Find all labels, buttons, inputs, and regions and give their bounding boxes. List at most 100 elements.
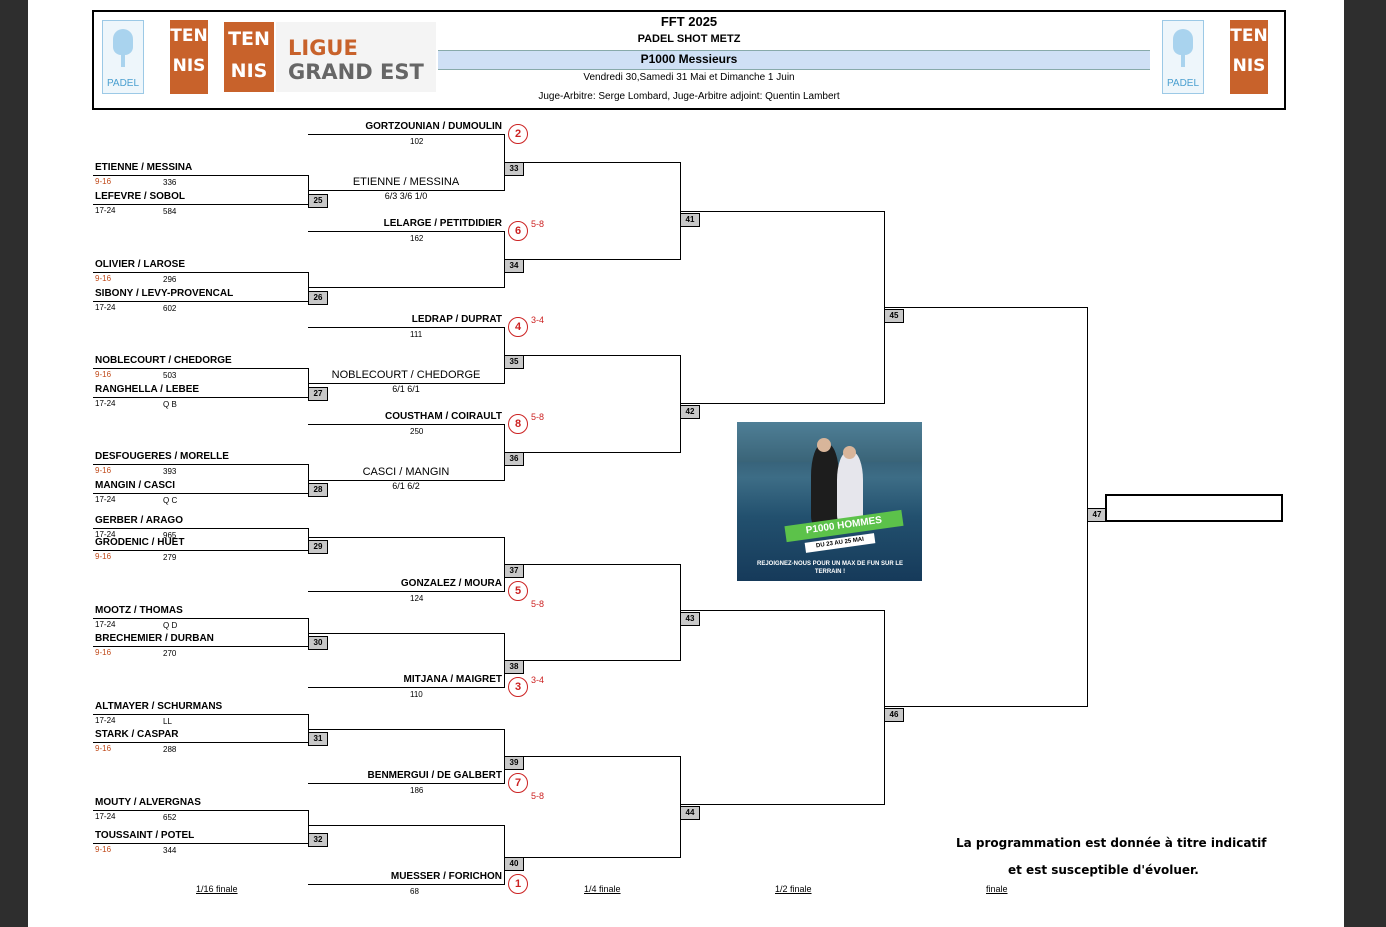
team-ranking: 393 (163, 467, 177, 476)
match-number: 41 (680, 213, 700, 227)
header-category: P1000 Messieurs (640, 52, 738, 66)
match-number: 45 (884, 309, 904, 323)
seed-team-name: MITJANA / MAIGRET (403, 674, 502, 685)
round-label: 1/2 finale (775, 884, 812, 894)
round-label: 1/4 finale (584, 884, 621, 894)
tennis-logo-top-right: TEN (1230, 26, 1268, 46)
match-number: 31 (308, 732, 328, 746)
promo-image: P1000 HOMMES DU 23 AU 25 MAI REJOIGNEZ-N… (737, 422, 922, 581)
match-number: 26 (308, 291, 328, 305)
draw-line (308, 464, 309, 494)
seed-ranking: 68 (410, 887, 419, 896)
round-label: 1/16 finale (196, 884, 238, 894)
match-number: 38 (504, 660, 524, 674)
match-number: 25 (308, 194, 328, 208)
seed-team-name: GORTZOUNIAN / DUMOULIN (365, 121, 502, 132)
draw-line (93, 843, 308, 844)
schedule-note-line2: et est susceptible d'évoluer. (1008, 863, 1199, 877)
team-name: GRODENIC / HUET (95, 537, 185, 548)
match-score: 6/1 6/2 (392, 481, 420, 491)
team-category: 17-24 (95, 812, 116, 821)
draw-line (680, 804, 884, 805)
seed-number: 7 (508, 773, 528, 793)
team-category: 17-24 (95, 399, 116, 408)
team-category: 17-24 (95, 495, 116, 504)
match-number: 43 (680, 612, 700, 626)
match-number: 42 (680, 405, 700, 419)
match-number: 40 (504, 857, 524, 871)
team-ranking: 270 (163, 649, 177, 658)
seed-number: 6 (508, 221, 528, 241)
draw-line (308, 327, 504, 328)
draw-line (308, 424, 504, 425)
draw-line (1087, 307, 1088, 707)
tennis-logo-top: TEN (170, 26, 208, 46)
team-ranking: Q D (163, 621, 178, 630)
team-ranking: 602 (163, 304, 177, 313)
draw-line (504, 259, 680, 260)
draw-line (308, 687, 504, 688)
team-ranking: Q B (163, 400, 177, 409)
team-category: 9-16 (95, 845, 112, 854)
seed-ranking: 162 (410, 234, 424, 243)
seed-team-name: LEDRAP / DUPRAT (411, 314, 502, 325)
seed-team-name: LELARGE / PETITDIDIER (383, 218, 502, 229)
team-name: MOOTZ / THOMAS (95, 605, 183, 616)
draw-line (308, 714, 309, 743)
team-name: BRECHEMIER / DURBAN (95, 633, 214, 644)
team-ranking: 344 (163, 846, 177, 855)
draw-line (884, 610, 885, 805)
header-event: PADEL SHOT METZ (637, 33, 741, 45)
tennis-logo-bottom-right: NIS (1232, 56, 1266, 76)
seed-range: 3-4 (531, 675, 545, 685)
team-ranking: 652 (163, 813, 177, 822)
ligue-logo-top: TEN (228, 28, 270, 50)
match-number: 32 (308, 833, 328, 847)
promo-person-2 (837, 452, 863, 522)
seed-range: 5-8 (531, 219, 545, 229)
team-category: 9-16 (95, 648, 112, 657)
seed-team-name: MUESSER / FORICHON (390, 871, 502, 882)
team-category: 9-16 (95, 177, 112, 186)
team-ranking: 584 (163, 207, 177, 216)
team-category: 9-16 (95, 552, 112, 561)
draw-line (504, 825, 505, 885)
seed-range: 5-8 (531, 791, 545, 801)
draw-line (93, 646, 308, 647)
draw-line (504, 660, 680, 661)
draw-line (93, 810, 308, 811)
draw-line (308, 537, 504, 538)
seed-range: 3-4 (531, 315, 545, 325)
seed-range: 5-8 (531, 412, 545, 422)
round-label: finale (986, 884, 1008, 894)
draw-line (308, 783, 504, 784)
seed-ranking: 124 (410, 594, 424, 603)
tennis-logo-bottom: NIS (172, 56, 206, 76)
seed-ranking: 250 (410, 427, 424, 436)
category-band (438, 50, 1150, 70)
draw-line (308, 231, 504, 232)
team-category: 17-24 (95, 530, 116, 539)
padel-logo-text: PADEL (106, 78, 140, 89)
seed-number: 2 (508, 124, 528, 144)
promo-head-2 (843, 446, 856, 459)
draw-line (93, 397, 308, 398)
team-category: 17-24 (95, 303, 116, 312)
seed-number: 4 (508, 317, 528, 337)
draw-line (504, 355, 680, 356)
match-number: 46 (884, 708, 904, 722)
draw-line (93, 493, 308, 494)
padel-logo-left: PADEL (102, 20, 144, 94)
team-category: 17-24 (95, 620, 116, 629)
team-name: ETIENNE / MESSINA (95, 162, 193, 173)
promo-head-1 (817, 438, 831, 452)
team-ranking: 965 (163, 531, 177, 540)
match-winner: ETIENNE / MESSINA (352, 176, 460, 188)
team-category: 9-16 (95, 466, 112, 475)
match-number: 29 (308, 540, 328, 554)
draw-line (308, 287, 504, 288)
team-ranking: 279 (163, 553, 177, 562)
draw-line (504, 857, 680, 858)
fft-tennis-logo-right: TEN NIS (1230, 20, 1268, 94)
seed-team-name: BENMERGUI / DE GALBERT (367, 770, 502, 781)
